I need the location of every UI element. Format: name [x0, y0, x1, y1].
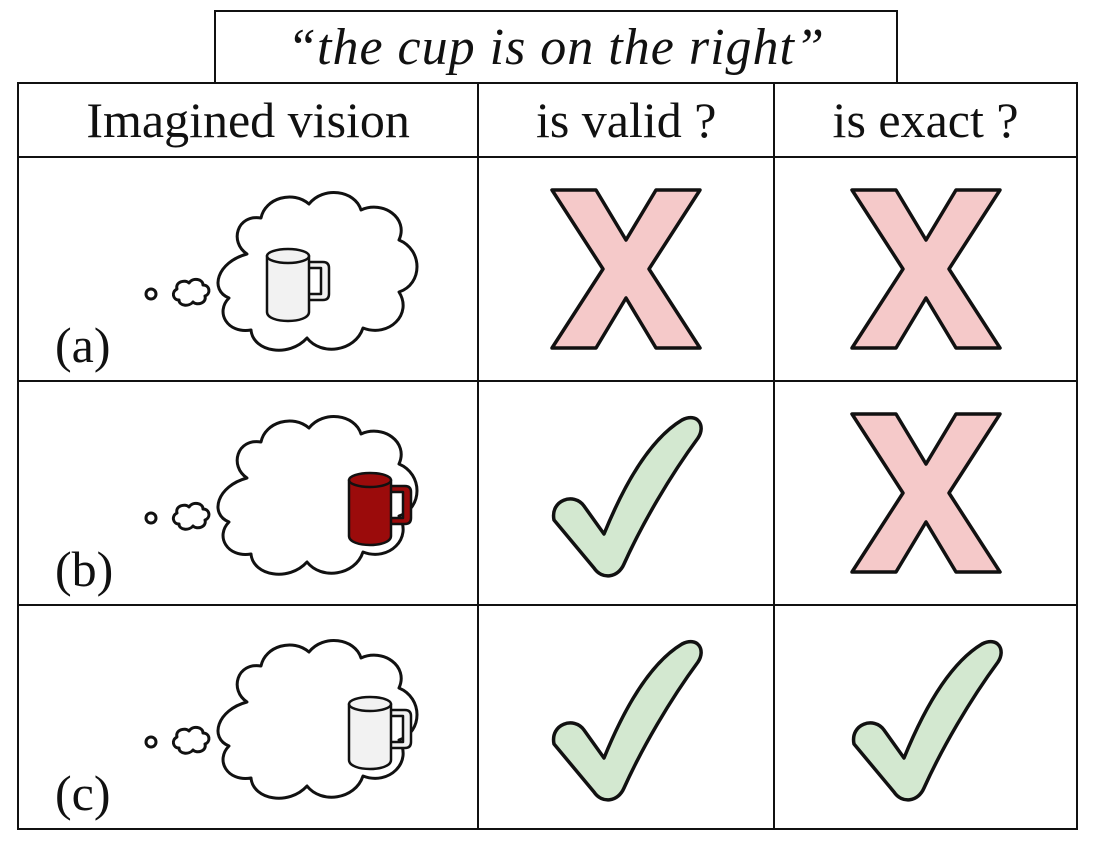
- table-row: (b): [16, 380, 1078, 606]
- exact-cell: [773, 156, 1078, 382]
- cross-icon: [550, 188, 702, 350]
- check-icon: [552, 640, 704, 802]
- valid-cell: [477, 604, 776, 830]
- valid-cell: [477, 156, 776, 382]
- table-body: (a) (b) (c): [16, 156, 1078, 830]
- vision-cell: (a): [16, 156, 480, 382]
- check-icon: [552, 416, 704, 578]
- thought-cloud-icon: [144, 639, 419, 800]
- mug-icon: [347, 471, 413, 547]
- header-valid: is valid ?: [477, 82, 776, 158]
- cross-icon: [849, 412, 1002, 574]
- thought-cloud-icon: [144, 191, 419, 352]
- row-label: (b): [55, 541, 114, 597]
- comparison-table: Imagined vision is valid ? is exact ? (a…: [16, 82, 1078, 830]
- vision-cell: (c): [16, 604, 480, 830]
- header-row: Imagined vision is valid ? is exact ?: [16, 82, 1078, 158]
- mug-icon: [265, 247, 331, 323]
- caption-text: “the cup is on the right”: [287, 18, 825, 76]
- mug-icon: [347, 695, 413, 771]
- check-icon: [851, 640, 1003, 802]
- thought-cloud-icon: [144, 415, 419, 576]
- exact-cell: [773, 604, 1078, 830]
- cross-icon: [849, 188, 1002, 350]
- row-label: (a): [55, 317, 111, 373]
- header-vision: Imagined vision: [16, 82, 480, 158]
- valid-cell: [477, 380, 776, 606]
- table-row: (c): [16, 604, 1078, 830]
- caption-box: “the cup is on the right”: [214, 10, 898, 82]
- exact-cell: [773, 380, 1078, 606]
- vision-cell: (b): [16, 380, 480, 606]
- header-exact: is exact ?: [773, 82, 1078, 158]
- table-row: (a): [16, 156, 1078, 382]
- row-label: (c): [55, 765, 111, 821]
